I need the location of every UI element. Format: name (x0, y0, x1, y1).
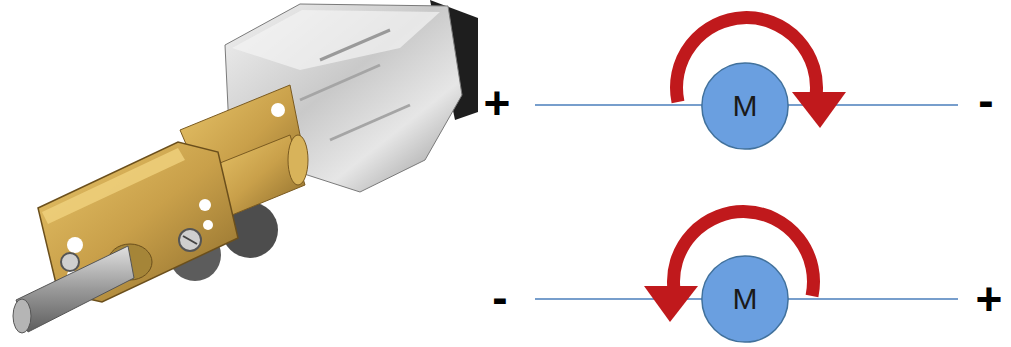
motor-photo (13, 0, 478, 333)
polarity-sign: - (492, 274, 507, 320)
polarity-sign: + (484, 80, 511, 126)
motor-symbol-letter: M (733, 91, 758, 121)
motor-circle: M (701, 255, 789, 343)
polarity-sign: + (976, 276, 1003, 322)
motor-symbol-letter: M (733, 284, 758, 314)
motor-circle: M (701, 62, 789, 150)
polarity-sign: - (978, 77, 993, 123)
